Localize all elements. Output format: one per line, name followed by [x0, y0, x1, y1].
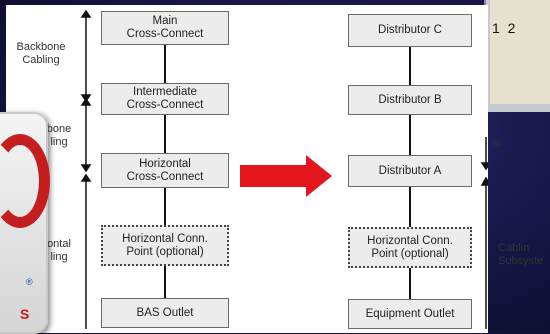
intermediate-cross-connect-box: Intermediate Cross-Connect — [101, 83, 229, 115]
horizontal-conn-point-box-right: Horizontal Conn. Point (optional) — [348, 227, 472, 268]
bas-outlet-box: BAS Outlet — [101, 298, 229, 328]
horizontal-cabling-label: ontal ling — [47, 238, 71, 263]
main-cross-connect-box: Main Cross-Connect — [101, 11, 229, 45]
equipment-outlet-box: Equipment Outlet — [348, 299, 472, 329]
top-right-photo: 1 2 — [484, 0, 550, 112]
cabling-subsystem-label: Cablin Subsyste — [498, 242, 544, 267]
logo-letter: S — [20, 306, 30, 322]
horizontal-conn-point-box-left: Horizontal Conn. Point (optional) — [101, 225, 229, 266]
logo-red-mark — [0, 134, 50, 228]
backbone-cabling-label-2: bone ling — [46, 123, 72, 148]
photo-panel — [490, 0, 550, 104]
dimension-arrows-left — [80, 9, 92, 329]
subsystem-label-top: Subsyste — [492, 138, 502, 148]
logo-registered-mark: ® — [26, 277, 33, 287]
horizontal-cross-connect-box: Horizontal Cross-Connect — [101, 153, 229, 188]
diagram-panel: Main Cross-Connect Intermediate Cross-Co… — [6, 5, 543, 333]
distributor-a-box: Distributor A — [348, 155, 472, 187]
connector-lines — [80, 9, 488, 329]
red-arrow — [240, 155, 332, 197]
distributor-c-box: Distributor C — [348, 14, 472, 47]
backbone-cabling-label: Backbone Cabling — [16, 41, 66, 66]
distributor-b-box: Distributor B — [348, 85, 472, 115]
logo-badge: ® S — [0, 112, 50, 334]
dimension-arrows-right — [480, 137, 488, 329]
photo-numbers: 1 2 — [492, 20, 518, 36]
